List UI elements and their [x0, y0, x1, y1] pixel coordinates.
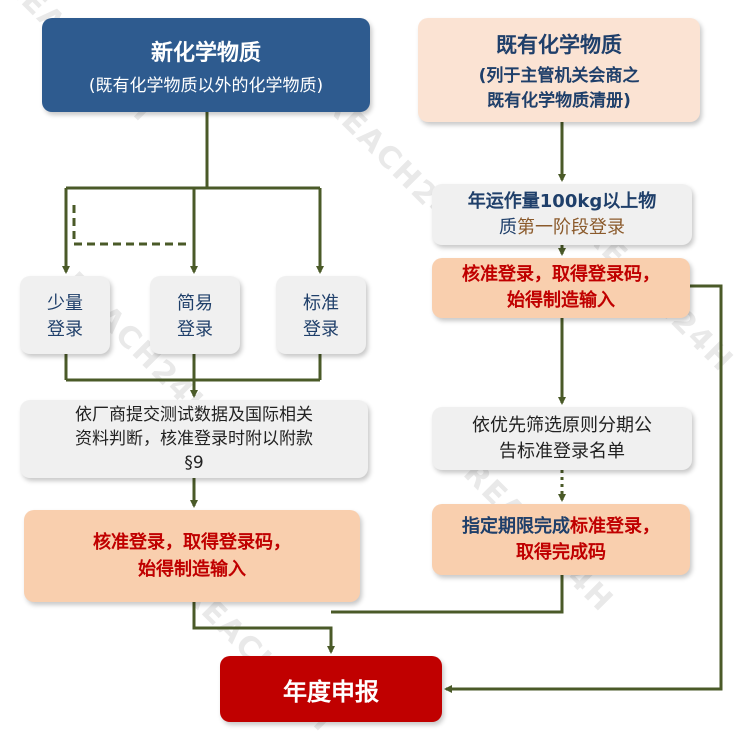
review-basis-line2: 资料判断，核准登录时附以附款: [75, 429, 313, 449]
phase-one-registration-box: 年运作量100kg以上物 质第一阶段登录: [432, 184, 692, 245]
deadline-line1-part2: 标准登录，: [570, 515, 660, 537]
existing-substance-subtitle-line2: 既有化学物质清册): [487, 91, 631, 111]
annual-report-label: 年度申报: [283, 677, 379, 706]
registration-label-line2: 登录: [177, 319, 213, 340]
registration-label-line2: 登录: [47, 319, 83, 340]
phase-one-line2-part2: 第一阶段登录: [517, 216, 625, 238]
priority-screening-line1: 依优先筛选原则分期公: [472, 414, 652, 436]
review-basis-clause: §9: [184, 453, 204, 473]
simple-registration-box: 简易 登录: [150, 276, 240, 354]
registration-label-line1: 少量: [47, 293, 83, 314]
left-approval-line2: 始得制造输入: [138, 559, 246, 580]
existing-substance-title: 既有化学物质: [496, 33, 622, 57]
small-quantity-registration-box: 少量 登录: [20, 276, 110, 354]
phase-one-line2: 质第一阶段登录: [499, 215, 625, 241]
new-substance-title: 新化学物质: [150, 40, 261, 66]
phase-one-line1: 年运作量100kg以上物: [467, 190, 657, 212]
right-approval-line2: 始得制造输入: [507, 290, 615, 311]
existing-substance-subtitle-line1: (列于主管机关会商之: [478, 66, 640, 86]
phase-one-line2-part1: 质: [499, 216, 517, 238]
review-basis-box: 依厂商提交测试数据及国际相关 资料判断，核准登录时附以附款 §9: [20, 400, 368, 478]
registration-label-line1: 简易: [177, 293, 213, 314]
new-substance-box: 新化学物质 (既有化学物质以外的化学物质): [42, 18, 370, 112]
right-approval-line1: 核准登录，取得登录码，: [462, 264, 660, 285]
new-substance-subtitle: (既有化学物质以外的化学物质): [88, 75, 324, 96]
registration-label-line2: 登录: [303, 319, 339, 340]
deadline-line1: 指定期限完成标准登录，: [462, 514, 660, 540]
review-basis-line1: 依厂商提交测试数据及国际相关: [75, 405, 313, 425]
priority-screening-box: 依优先筛选原则分期公 告标准登录名单: [432, 407, 692, 470]
priority-screening-line2: 告标准登录名单: [499, 440, 625, 462]
existing-substance-box: 既有化学物质 (列于主管机关会商之 既有化学物质清册): [418, 18, 700, 122]
annual-report-box: 年度申报: [220, 656, 442, 722]
standard-registration-box: 标准 登录: [276, 276, 366, 354]
left-approval-box: 核准登录，取得登录码， 始得制造输入: [24, 510, 360, 602]
registration-label-line1: 标准: [303, 293, 339, 314]
deadline-line2: 取得完成码: [516, 541, 606, 563]
deadline-line1-part1: 指定期限完成: [462, 515, 570, 537]
left-approval-line1: 核准登录，取得登录码，: [93, 532, 291, 553]
right-approval-box: 核准登录，取得登录码， 始得制造输入: [432, 258, 690, 318]
deadline-standard-registration-box: 指定期限完成标准登录， 取得完成码: [432, 504, 690, 575]
